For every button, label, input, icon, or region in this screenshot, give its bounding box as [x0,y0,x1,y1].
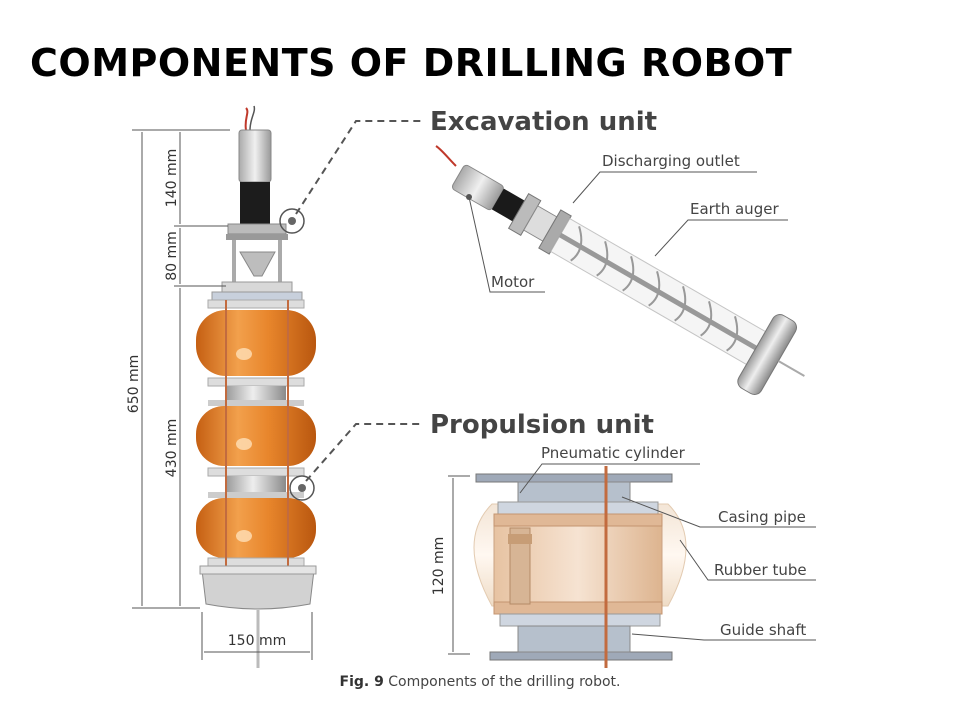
dim-650: 650 mm [126,355,142,413]
dim-430: 430 mm [164,419,180,477]
label-casing-pipe: Casing pipe [718,508,806,526]
label-rubber-tube: Rubber tube [714,561,807,579]
dim-80: 80 mm [164,231,180,281]
caption-text: Components of the drilling robot. [383,674,621,690]
drilling-robot-figure: 140 mm 80 mm 650 mm 430 mm 150 mm Excava… [126,105,816,668]
excavation-leaders [468,171,788,293]
figure-caption: Fig. 9 Components of the drilling robot. [0,674,960,690]
label-guide-shaft: Guide shaft [720,621,806,639]
excavation-unit-drawing [435,145,805,395]
dim-120: 120 mm [431,537,447,595]
dim-150: 150 mm [228,633,286,649]
page-title: COMPONENTS OF DRILLING ROBOT [30,41,793,85]
unit-leader-lines [295,120,422,482]
label-pneumatic-cylinder: Pneumatic cylinder [541,444,686,462]
propulsion-unit-heading: Propulsion unit [430,410,654,440]
propulsion-unit-drawing [473,466,687,668]
propulsion-leaders [448,463,816,655]
robot-dimensions [132,129,313,660]
label-motor: Motor [491,273,535,291]
label-discharging-outlet: Discharging outlet [602,152,740,170]
label-earth-auger: Earth auger [690,200,779,218]
dim-140: 140 mm [164,149,180,207]
excavation-unit-heading: Excavation unit [430,107,657,137]
robot-full-view [196,105,317,668]
caption-label: Fig. 9 [339,674,384,690]
